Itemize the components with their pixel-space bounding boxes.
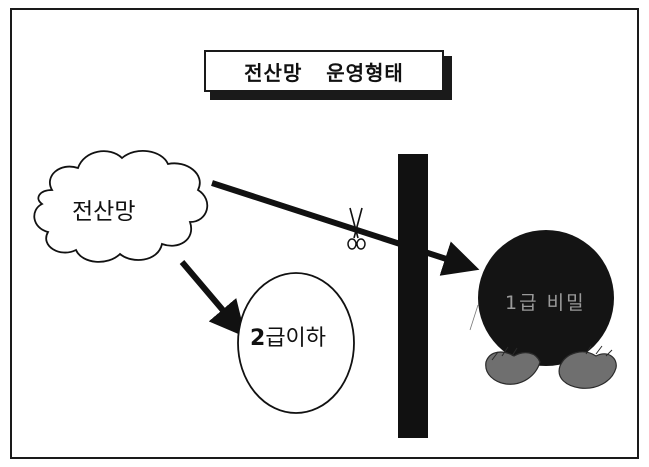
title-banner: 전산망 운영형태 — [204, 50, 452, 100]
cloud-label: 전산망 — [72, 199, 136, 225]
arrow-to-secret — [211, 180, 480, 276]
scissors-icon — [347, 207, 366, 250]
firewall-wall — [398, 154, 428, 438]
page-title: 전산망 운영형태 — [204, 50, 444, 92]
secret-label: 1급 비밀 — [505, 292, 586, 314]
ball-scratch — [469, 304, 479, 331]
oval-label-suffix: 급이하 — [265, 326, 327, 351]
arrow-to-lower-grade — [179, 260, 246, 338]
hands-icon — [485, 345, 617, 389]
lower-grade-oval — [237, 272, 355, 414]
network-cloud — [33, 150, 209, 263]
oval-label: 2급이하 — [250, 320, 326, 352]
oval-label-number: 2 — [250, 326, 266, 351]
secret-ball — [478, 230, 614, 366]
